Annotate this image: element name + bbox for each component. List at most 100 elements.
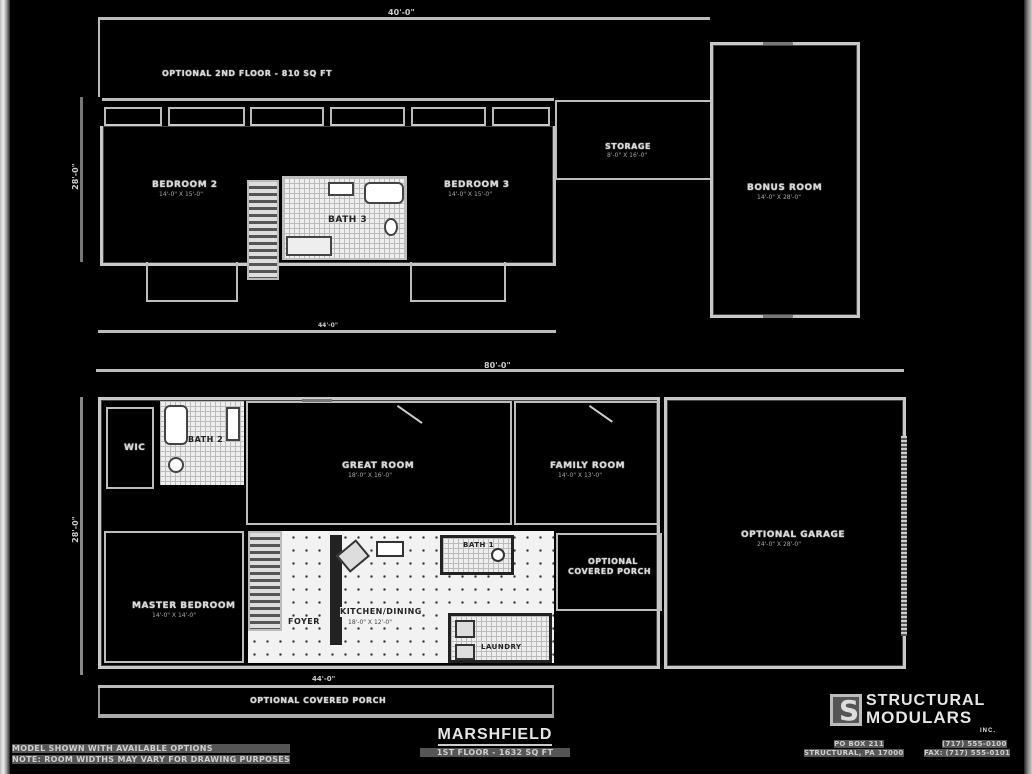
upper-main-outline — [100, 126, 556, 266]
sq-ft: 1ST FLOOR - 1632 SQ FT — [420, 748, 570, 757]
logo-mark-icon: S — [830, 694, 862, 727]
lower-floor-plan: 80'-0" 28'-0" WIC BATH 2 GREAT ROOM 18'-… — [0, 345, 1032, 725]
room-size: 18'-0" X 12'-0" — [348, 619, 392, 626]
room-label: OPTIONAL GARAGE — [741, 530, 846, 540]
toilet-icon — [491, 548, 505, 562]
note-line-1: MODEL SHOWN WITH AVAILABLE OPTIONS — [12, 744, 291, 753]
garage-door[interactable] — [901, 436, 907, 636]
room-size: 18'-0" X 16'-0" — [348, 472, 392, 479]
room-storage: STORAGE 8'-0" X 16'-0" — [555, 100, 712, 180]
room-label: KITCHEN/DINING — [340, 607, 422, 617]
room-label: BEDROOM 2 — [152, 180, 218, 190]
bedroom-3-alcove — [410, 262, 506, 302]
room-kitchen-dining: KITCHEN/DINING 18'-0" X 12'-0" — [330, 535, 460, 665]
room-bedroom-3: BEDROOM 3 14'-0" X 15'-0" — [410, 128, 552, 264]
note-line-2: NOTE: ROOM WIDTHS MAY VARY FOR DRAWING P… — [12, 755, 291, 764]
page-left-edge — [0, 0, 10, 774]
bonus-area-left-line — [98, 17, 100, 97]
lower-width-dimension: 80'-0" — [484, 361, 511, 370]
room-laundry: LAUNDRY — [448, 613, 552, 663]
door[interactable] — [588, 405, 613, 423]
logo-suffix: INC. — [980, 728, 996, 734]
room-great-room: GREAT ROOM 18'-0" X 16'-0" — [246, 399, 512, 525]
room-optional-garage: OPTIONAL GARAGE 24'-0" X 28'-0" — [664, 397, 907, 669]
upper-depth-dimension-line — [80, 97, 83, 262]
room-size: 14'-0" X 13'-0" — [558, 472, 602, 479]
room-label: LAUNDRY — [481, 643, 522, 651]
dormer-window — [104, 107, 162, 127]
sink-icon — [226, 407, 240, 441]
room-size: 14'-0" X 14'-0" — [152, 612, 196, 619]
logo-line-2: MODULARS — [866, 708, 973, 727]
room-label: FOYER — [288, 617, 320, 627]
phone-line-1: (717) 555-0100 — [942, 740, 1007, 748]
dormer-window — [492, 107, 550, 127]
room-wic: WIC — [106, 407, 154, 489]
room-label: STORAGE — [605, 142, 651, 151]
notes-block: MODEL SHOWN WITH AVAILABLE OPTIONS NOTE:… — [12, 744, 291, 764]
linen-closet — [286, 236, 332, 256]
dormer-row — [102, 98, 554, 128]
window — [763, 315, 793, 318]
bathtub-icon — [364, 182, 404, 204]
upper-stairs — [247, 180, 279, 280]
room-family-room: FAMILY ROOM 14'-0" X 13'-0" — [514, 401, 660, 525]
upper-depth-dimension: 28'-0" — [70, 163, 80, 190]
address-line-2: STRUCTURAL, PA 17000 — [804, 749, 904, 757]
room-label: OPTIONAL COVERED PORCH — [250, 696, 387, 705]
room-label: BEDROOM 3 — [444, 180, 510, 190]
dryer-icon — [455, 644, 475, 660]
address-line-1: PO BOX 211 — [834, 740, 885, 748]
dormer-window — [250, 107, 324, 127]
lower-width-dimension-line — [96, 369, 904, 372]
toilet-icon — [168, 457, 184, 473]
room-optional-covered-porch: OPTIONAL COVERED PORCH — [98, 688, 554, 718]
room-bath-3: BATH 3 — [282, 176, 407, 260]
sink-icon — [328, 182, 354, 196]
room-label: WIC — [124, 443, 146, 453]
kitchen-counter — [330, 535, 342, 645]
room-size: 14'-0" X 15'-0" — [448, 191, 492, 198]
lower-depth-dimension-line — [80, 397, 83, 675]
room-label: OPTIONAL — [588, 557, 638, 566]
room-optional-side-porch: OPTIONAL COVERED PORCH — [556, 533, 662, 611]
room-bath-1: BATH 1 — [440, 535, 514, 575]
logo-line-1: STRUCTURAL — [866, 692, 986, 709]
bathtub-icon — [164, 405, 188, 445]
room-label: BONUS ROOM — [747, 183, 823, 193]
upper-lower-dimension: 44'-0" — [318, 322, 338, 329]
room-label-line2: COVERED PORCH — [568, 567, 652, 576]
room-size: 14'-0" X 28'-0" — [757, 194, 801, 201]
window — [763, 42, 793, 45]
room-size: 14'-0" X 15'-0" — [159, 191, 203, 198]
room-label: MASTER BEDROOM — [132, 601, 236, 611]
room-bonus-room: BONUS ROOM 14'-0" X 28'-0" — [710, 42, 860, 318]
room-bedroom-2: BEDROOM 2 14'-0" X 15'-0" — [104, 128, 239, 264]
room-size: 24'-0" X 28'-0" — [757, 541, 801, 548]
room-label: FAMILY ROOM — [550, 461, 626, 471]
upper-floor-plan: 40'-0" OPTIONAL 2ND FLOOR - 810 SQ FT 28… — [0, 0, 1032, 345]
room-label: GREAT ROOM — [342, 461, 415, 471]
porch-dimension-line — [98, 685, 554, 688]
page-right-edge — [1024, 0, 1032, 774]
logo-s-glyph: S — [839, 694, 860, 727]
bedroom-2-alcove — [146, 262, 238, 302]
model-name: MARSHFIELD — [437, 726, 553, 746]
dormer-window — [168, 107, 245, 127]
window — [302, 399, 332, 402]
washer-icon — [455, 620, 475, 638]
bonus-area-label: OPTIONAL 2ND FLOOR - 810 SQ FT — [162, 69, 333, 78]
room-label: BATH 1 — [463, 541, 495, 549]
upper-width-dimension: 40'-0" — [388, 8, 415, 17]
toilet-icon — [384, 218, 398, 236]
dormer-window — [330, 107, 405, 127]
sink-icon — [376, 541, 404, 557]
upper-lower-dimension-line — [98, 330, 556, 333]
lower-stairs-treads — [248, 531, 282, 631]
door[interactable] — [396, 405, 423, 424]
lower-depth-dimension: 28'-0" — [70, 516, 80, 543]
room-bath-2: BATH 2 — [160, 401, 244, 485]
room-label: BATH 2 — [188, 435, 224, 444]
dormer-window — [411, 107, 486, 127]
upper-width-dimension-line — [98, 17, 710, 20]
